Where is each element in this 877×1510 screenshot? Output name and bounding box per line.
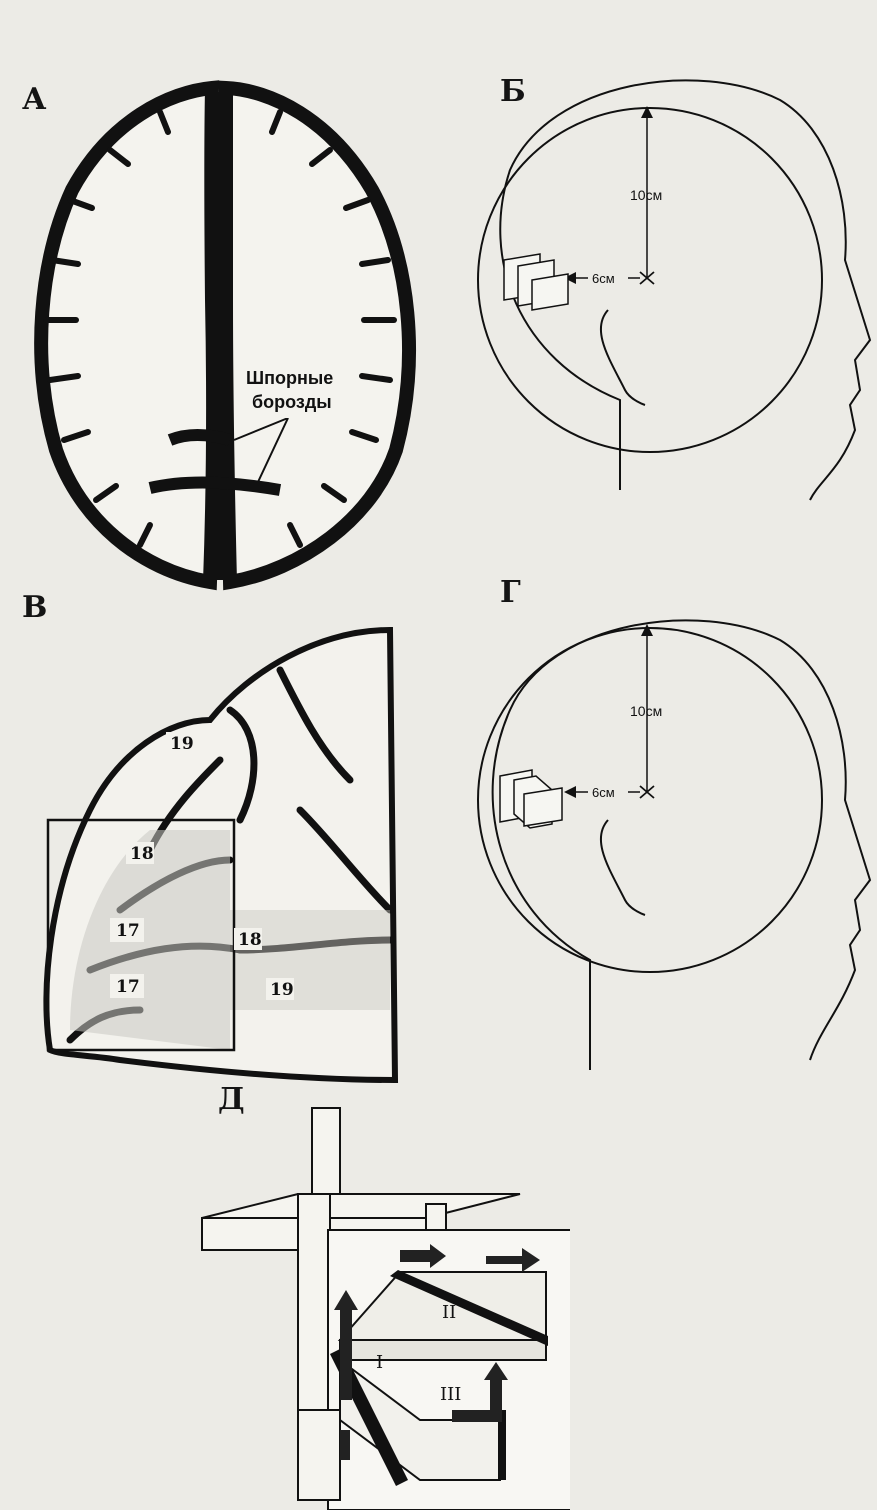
distance-6cm-label: 6см <box>592 785 615 800</box>
area-label-19-right: 19 <box>270 980 294 1000</box>
distance-10cm-label: 10см <box>630 703 662 719</box>
panel-g-head-diagram: 10см 6см <box>440 580 877 1080</box>
sulci-label-line1: Шпорные <box>246 368 333 388</box>
area-label-18-left: 18 <box>130 844 154 864</box>
panel-v-occipital-cortex: 19 18 17 17 18 19 <box>0 610 440 1090</box>
roman-label-i: I <box>376 1352 383 1373</box>
head-outline <box>493 620 870 1070</box>
panel-d-column-diagram: I II III <box>190 1100 570 1510</box>
panel-b-head-diagram: 10см 6см <box>440 60 877 520</box>
distance-6cm-label: 6см <box>592 271 615 286</box>
stimulus-folded-planes-icon <box>500 770 562 828</box>
arrow-head-left <box>564 786 576 798</box>
arrow-head-top <box>641 624 653 636</box>
area-label-18-right: 18 <box>238 930 262 950</box>
panel-a-brain-top-view: Шпорные борозды <box>0 0 440 600</box>
ear-outline <box>601 310 645 405</box>
sulci-label-line2: борозды <box>252 392 332 412</box>
area-label-17-upper: 17 <box>116 921 140 941</box>
calcarine-sulcus-upper <box>170 435 230 440</box>
stimulus-planes-icon <box>504 254 568 310</box>
roman-label-iii: III <box>440 1384 461 1405</box>
area-label-19-top: 19 <box>170 734 194 754</box>
area-label-17-lower: 17 <box>116 977 140 997</box>
ear-outline <box>601 820 645 915</box>
roman-label-ii: II <box>442 1302 456 1323</box>
distance-10cm-label: 10см <box>630 187 662 203</box>
